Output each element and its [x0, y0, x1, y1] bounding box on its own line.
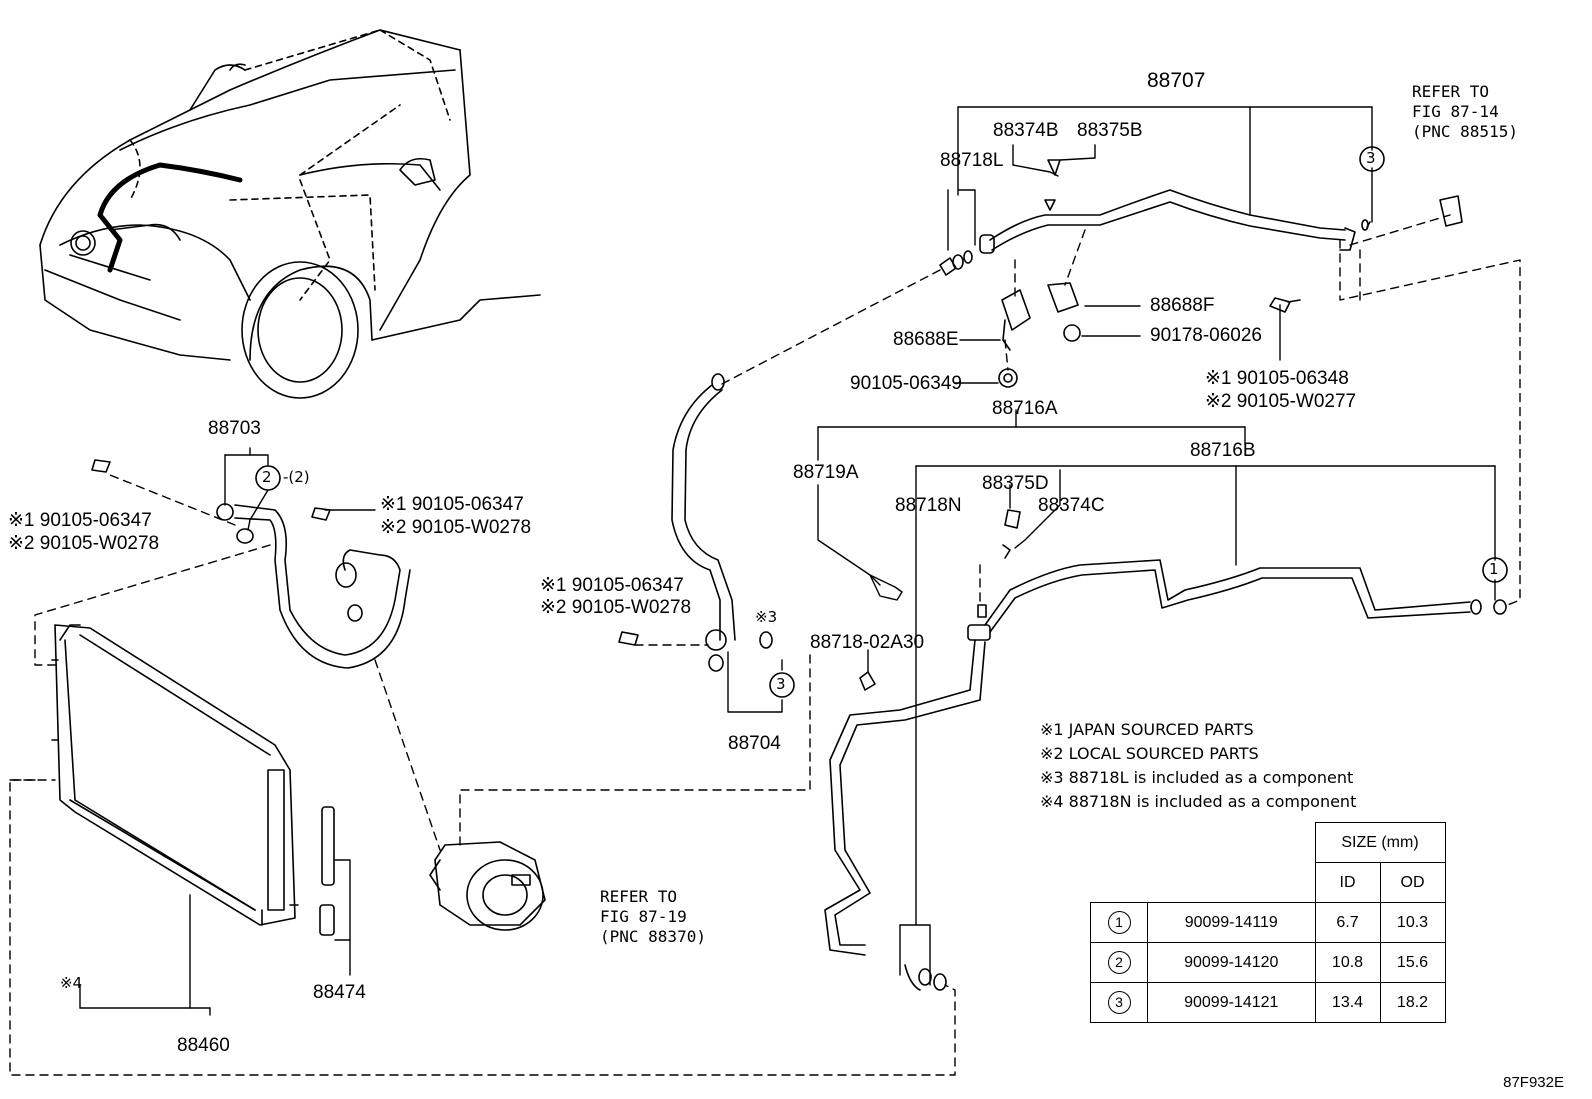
pipe-88716	[824, 559, 1507, 991]
part-88719A[interactable]: 88719A	[793, 462, 859, 483]
left-bolt-local[interactable]: ※2 90105-W0278	[8, 533, 160, 554]
row-mark: 2	[1107, 951, 1131, 974]
hose-bolt-japan[interactable]: ※1 90105-06347	[540, 575, 684, 596]
row-id: 6.7	[1314, 902, 1381, 943]
part-90178-06026[interactable]: 90178-06026	[1150, 325, 1262, 346]
note-88718L-component: ※3 88718L is included as a component	[1040, 768, 1354, 787]
part-90105-06349[interactable]: 90105-06349	[850, 373, 962, 394]
part-88460[interactable]: 88460	[177, 1035, 230, 1056]
refer-line-1: REFER TO	[600, 887, 678, 906]
table-row: 2 90099-14120 10.8 15.6	[1090, 942, 1446, 983]
part-88718-02A30[interactable]: 88718-02A30	[810, 632, 925, 653]
receiver-parts	[319, 806, 335, 936]
refer-line-3: (PNC 88515)	[1412, 122, 1518, 141]
pipe-88707	[939, 189, 1463, 276]
row-id: 13.4	[1314, 982, 1381, 1023]
table-subheader-row: ID OD	[1091, 862, 1446, 903]
part-88703[interactable]: 88703	[208, 418, 261, 439]
part-88716B[interactable]: 88716B	[1190, 440, 1256, 461]
mid-bolt-japan[interactable]: ※1 90105-06347	[380, 494, 524, 515]
row-mark: 1	[1107, 911, 1131, 934]
marker-circles	[255, 146, 1508, 698]
refer-line-2: FIG 87-14	[1412, 102, 1499, 121]
part-88718N[interactable]: 88718N	[895, 495, 962, 516]
marker-2: 2	[262, 468, 272, 486]
row-od: 18.2	[1379, 982, 1446, 1023]
table-row: 1 90099-14119 6.7 10.3	[1090, 902, 1446, 943]
leader-lines	[79, 106, 1496, 1016]
row-id: 10.8	[1314, 942, 1381, 983]
refer-fig-87-19[interactable]: REFER TO FIG 87-19 (PNC 88370)	[600, 887, 706, 947]
col-id: ID	[1314, 862, 1381, 903]
part-88707[interactable]: 88707	[1147, 69, 1206, 92]
note-japan-sourced: ※1 JAPAN SOURCED PARTS	[1040, 720, 1254, 739]
part-88716A[interactable]: 88716A	[992, 398, 1058, 419]
hose-bolt-local[interactable]: ※2 90105-W0278	[540, 597, 692, 618]
marker-2-paren: -(2)	[283, 468, 310, 486]
part-88718L[interactable]: 88718L	[940, 150, 1004, 171]
o-ring-size-table: SIZE (mm) ID OD 1 90099-14119 6.7 10.3 2…	[1090, 822, 1446, 1023]
mid-bolt-local[interactable]: ※2 90105-W0278	[380, 517, 532, 538]
part-88704[interactable]: 88704	[728, 733, 781, 754]
row-part[interactable]: 90099-14119	[1147, 902, 1316, 943]
legend-notes: ※1 JAPAN SOURCED PARTS ※2 LOCAL SOURCED …	[1040, 718, 1356, 814]
row-od: 10.3	[1379, 902, 1446, 943]
marker-1: 1	[1489, 560, 1499, 578]
size-header: SIZE (mm)	[1314, 822, 1446, 863]
part-88374C[interactable]: 88374C	[1038, 495, 1105, 516]
figure-code: 87F932E	[1503, 1074, 1564, 1091]
refer-line-1: REFER TO	[1412, 82, 1490, 101]
right-bolt-japan[interactable]: ※1 90105-06348	[1205, 368, 1349, 389]
suction-hose-88704	[671, 373, 773, 672]
condenser	[51, 624, 299, 926]
vehicle-illustration	[39, 29, 541, 399]
part-88474[interactable]: 88474	[313, 982, 366, 1003]
part-88688E[interactable]: 88688E	[893, 329, 959, 350]
part-88374B[interactable]: 88374B	[993, 120, 1059, 141]
part-88375D[interactable]: 88375D	[982, 473, 1049, 494]
table-header-row: SIZE (mm)	[1091, 822, 1446, 863]
refer-fig-87-14[interactable]: REFER TO FIG 87-14 (PNC 88515)	[1412, 82, 1518, 142]
note-local-sourced: ※2 LOCAL SOURCED PARTS	[1040, 744, 1259, 763]
note-88718N-component: ※4 88718N is included as a component	[1040, 792, 1357, 811]
row-od: 15.6	[1379, 942, 1446, 983]
part-88375B[interactable]: 88375B	[1077, 120, 1143, 141]
left-bolt-japan[interactable]: ※1 90105-06347	[8, 510, 152, 531]
row-mark: 3	[1107, 991, 1131, 1014]
marker-3-top: 3	[1366, 149, 1376, 167]
col-od: OD	[1379, 862, 1446, 903]
row-part[interactable]: 90099-14120	[1147, 942, 1316, 983]
part-88688F[interactable]: 88688F	[1150, 295, 1215, 316]
refer-line-2: FIG 87-19	[600, 907, 687, 926]
mark-x4: ※4	[60, 974, 83, 992]
table-row: 3 90099-14121 13.4 18.2	[1090, 982, 1446, 1023]
marker-3-hose: 3	[776, 675, 786, 693]
refer-line-3: (PNC 88370)	[600, 927, 706, 946]
mark-x3: ※3	[755, 608, 778, 626]
compressor	[429, 841, 546, 931]
right-bolt-local[interactable]: ※2 90105-W0277	[1205, 391, 1357, 412]
row-part[interactable]: 90099-14121	[1147, 982, 1316, 1023]
dashed-lines	[9, 214, 1521, 1076]
clamps	[91, 159, 1301, 691]
